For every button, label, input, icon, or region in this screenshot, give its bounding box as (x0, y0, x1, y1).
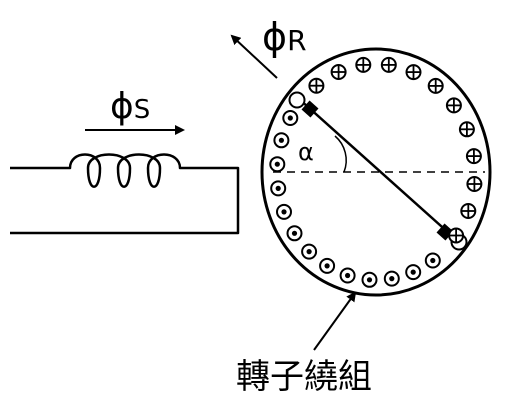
phi-s-label: ϕS (110, 86, 150, 127)
rotor-coil-axis (297, 97, 461, 244)
conductor-dot-icon (405, 264, 422, 281)
conductor-cross-icon (460, 203, 477, 219)
conductor-dot-icon (269, 156, 286, 173)
conductor-dot-icon (361, 271, 378, 288)
conductor-cross-icon (427, 77, 444, 94)
dot-conductors-group (269, 110, 441, 288)
rotor-winding-label: 轉子繞組 (236, 357, 372, 397)
stator-coil (10, 153, 240, 235)
conductor-cross-icon (308, 77, 325, 94)
conductor-cross-icon (458, 121, 475, 138)
rotor-coil-end-top (301, 100, 319, 118)
phi-r-group: ϕR (230, 15, 307, 79)
conductor-dot-icon (282, 110, 299, 126)
conductor-cross-icon (330, 64, 347, 80)
conductor-cross-icon (465, 148, 482, 165)
conductor-cross-icon (405, 64, 422, 81)
alpha-arc (334, 135, 347, 173)
conductor-dot-icon (424, 252, 441, 269)
conductor-dot-icon (276, 203, 292, 220)
conductor-dot-icon (273, 132, 290, 149)
phi-r-subscript: R (287, 24, 306, 57)
phi-s-group: ϕS (85, 86, 185, 135)
conductor-cross-icon (380, 56, 397, 73)
conductor-dot-icon (301, 243, 318, 260)
stator-coil-wire (10, 153, 240, 235)
rotor-winding-pointer (313, 291, 357, 351)
conductor-dot-icon (270, 180, 287, 197)
conductor-cross-icon (355, 56, 372, 73)
phi-r-symbol: ϕ (262, 15, 287, 59)
conductor-cross-icon (448, 227, 465, 244)
conductor-dot-icon (383, 270, 400, 287)
phi-r-label: ϕR (262, 15, 307, 59)
alpha-label: α (298, 138, 314, 166)
conductor-cross-icon (445, 97, 462, 114)
conductor-cross-icon (466, 176, 483, 192)
phi-s-symbol: ϕ (110, 86, 134, 127)
conductor-dot-icon (339, 267, 356, 284)
cross-conductors-group (308, 56, 483, 244)
rotor-circle (260, 47, 492, 297)
rotor-terminal-top (288, 91, 306, 109)
phi-s-subscript: S (134, 95, 151, 125)
conductor-dot-icon (319, 257, 336, 274)
conductor-dot-icon (286, 225, 303, 242)
phi-r-arrow (230, 34, 278, 79)
